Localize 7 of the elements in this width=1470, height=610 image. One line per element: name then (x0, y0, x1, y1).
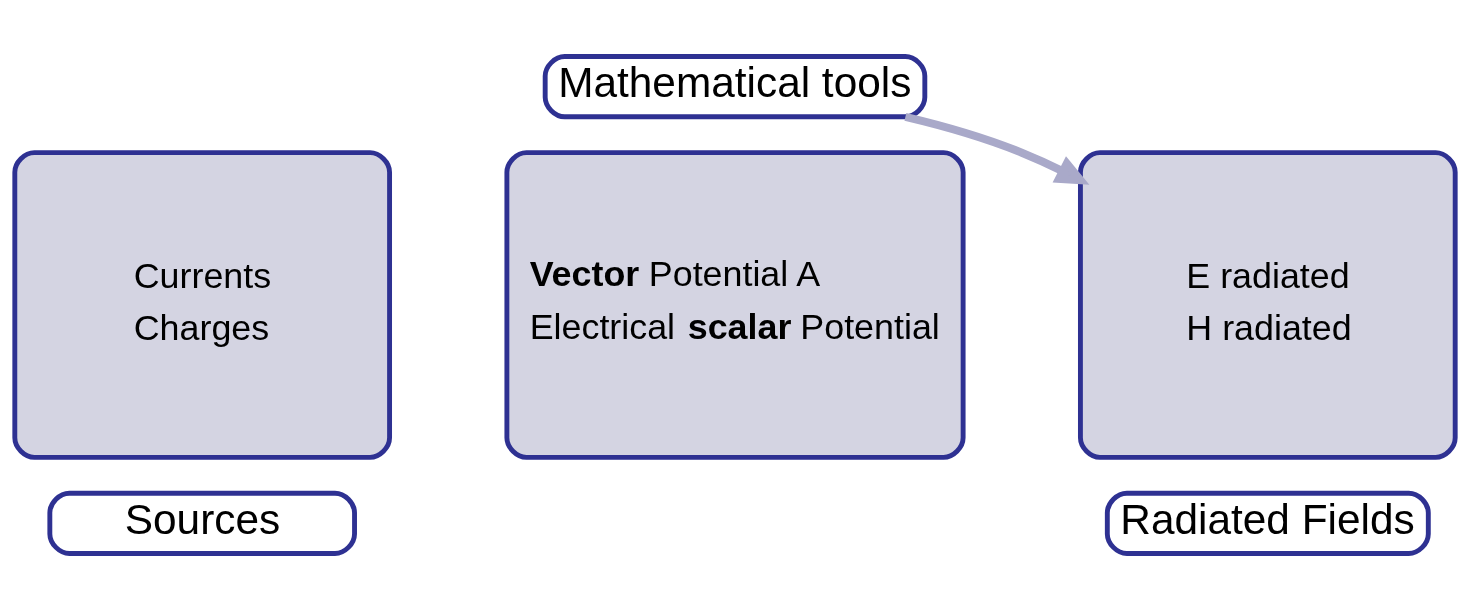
node-box: Mathematical tools (542, 54, 928, 120)
node-box: Radiated Fields (1104, 490, 1431, 556)
arrow (904, 112, 1090, 185)
node-box: Currents Charges (12, 150, 392, 460)
node-box: E radiated H radiated (1078, 150, 1458, 460)
node-box: Sources (47, 490, 357, 556)
node-box: Vector Potential A Electrical scalar Potential (504, 150, 966, 460)
